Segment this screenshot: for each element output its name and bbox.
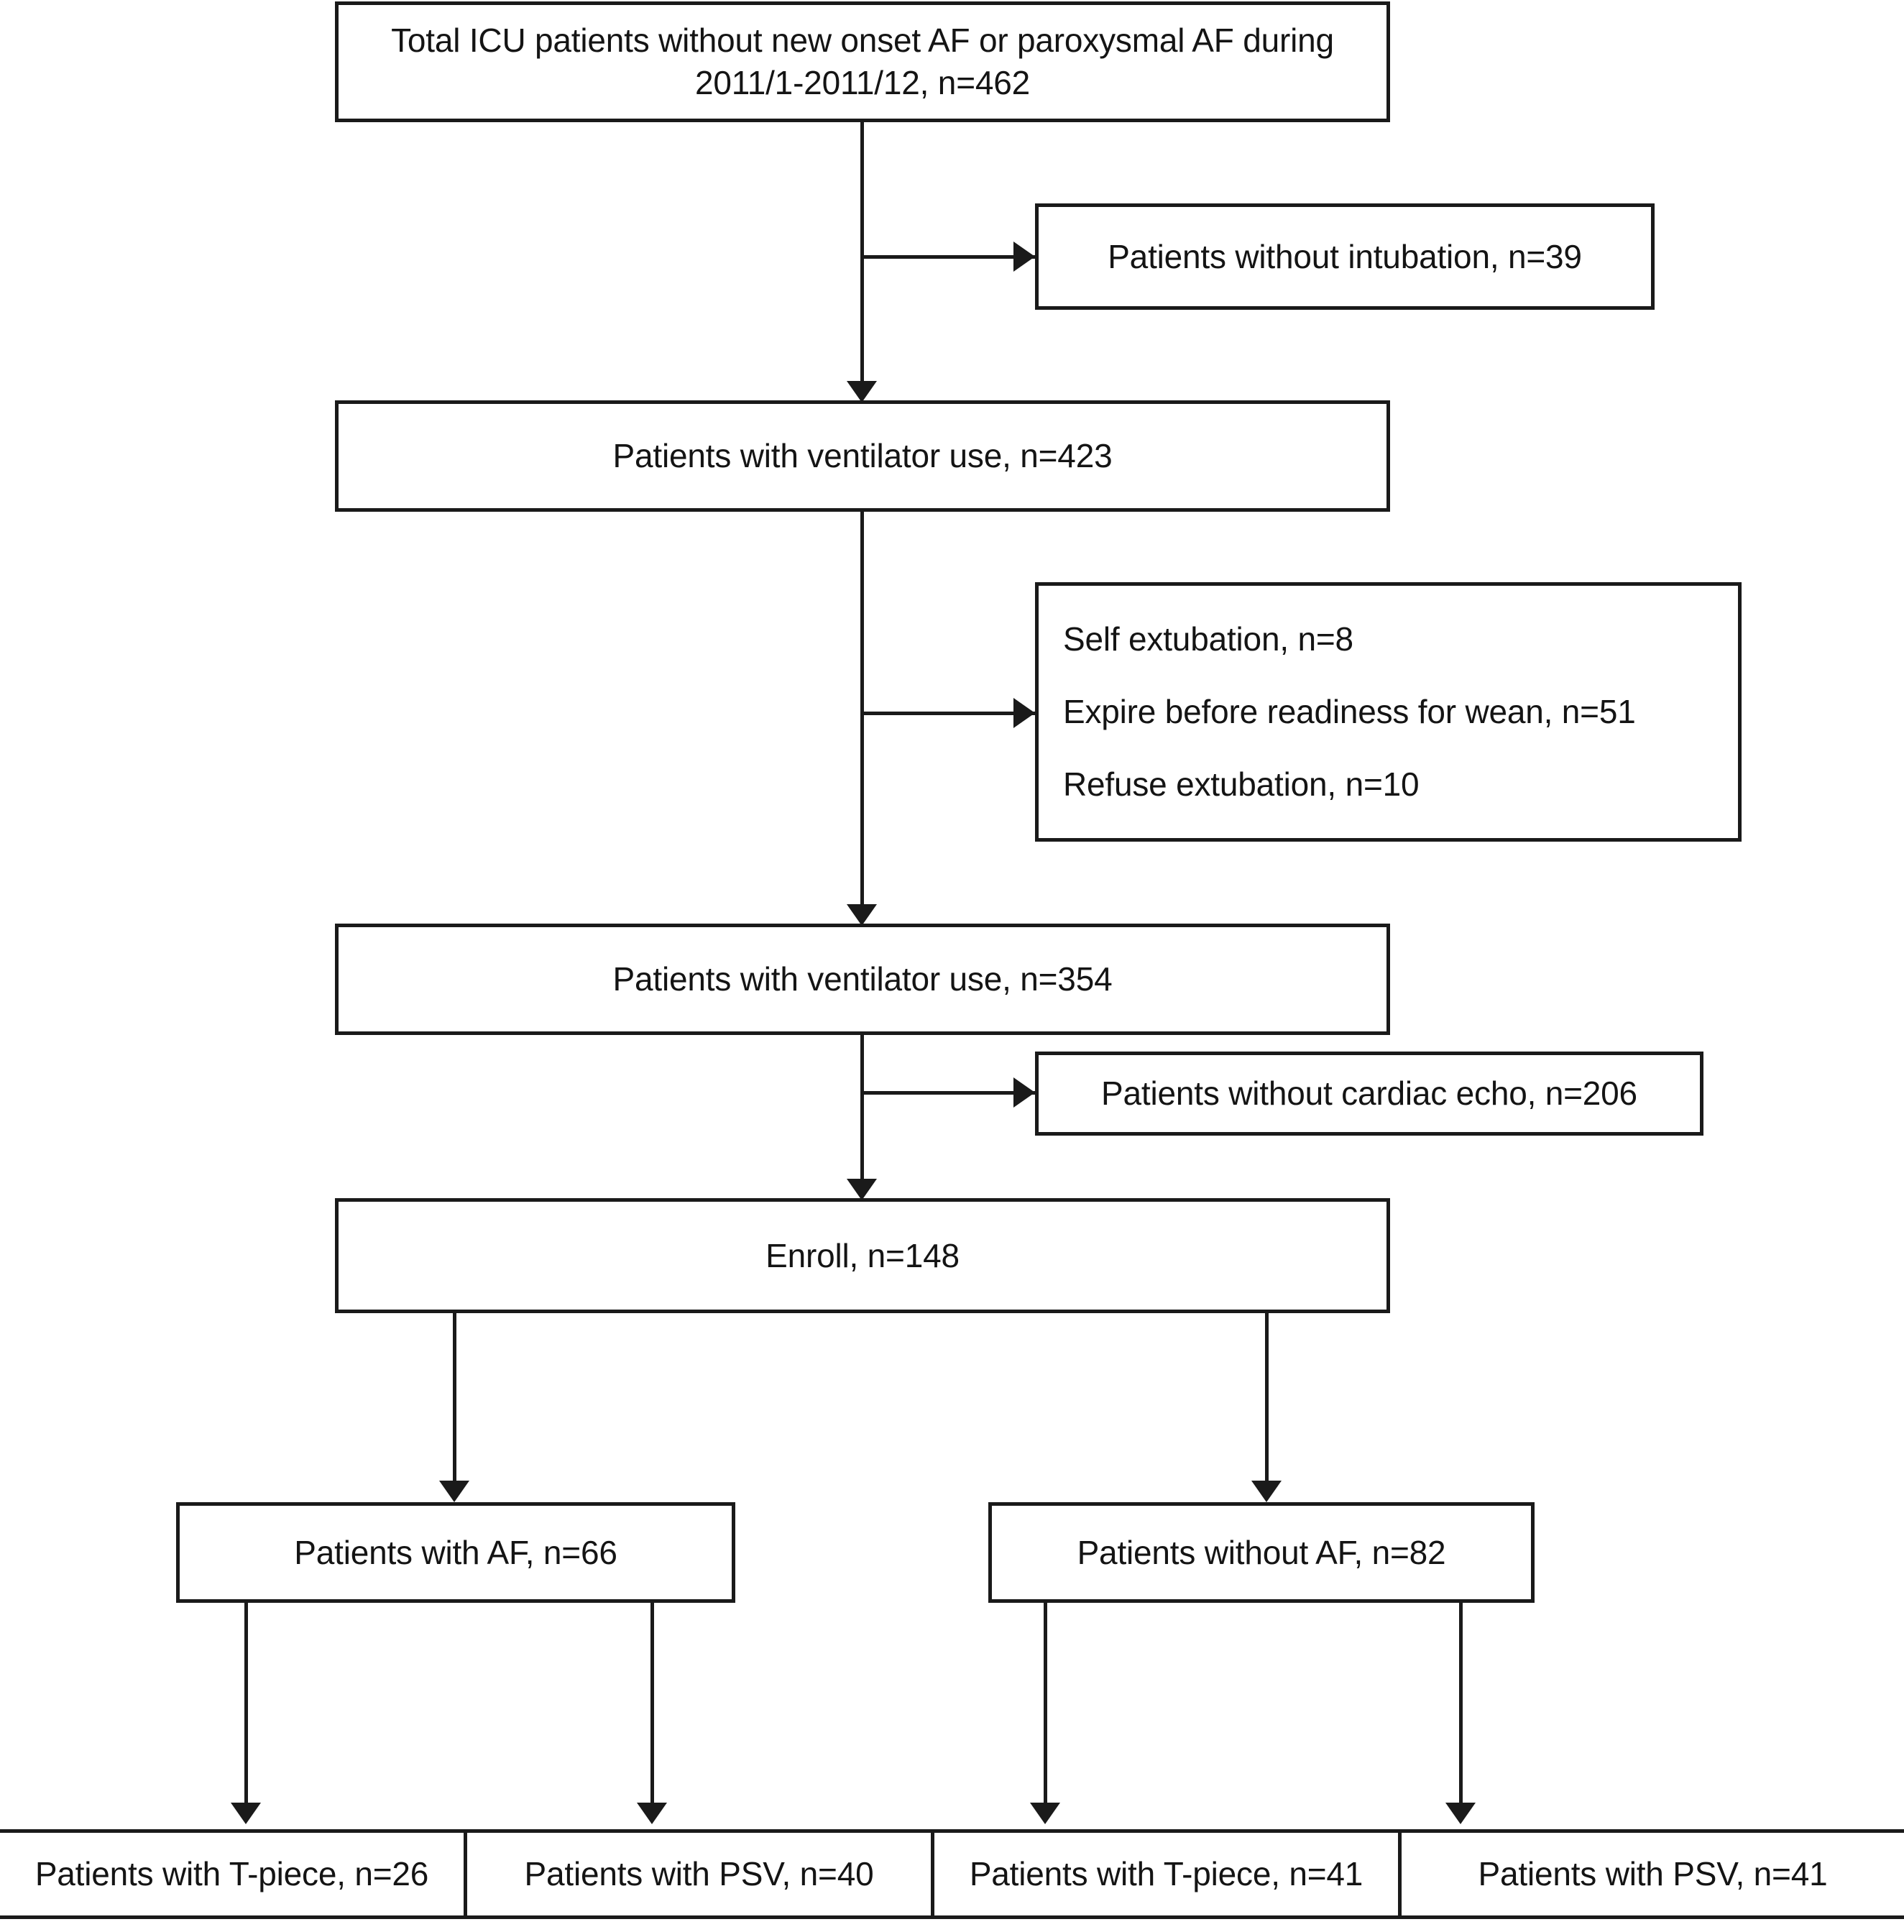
arrowhead-with-af-to-psv [637, 1803, 667, 1824]
node-ventilator-use-354-line1: Patients with ventilator use, n=354 [612, 960, 1113, 998]
connector-branch-exclusions [860, 712, 1038, 715]
arrowhead-ventilator354-to-enroll [847, 1179, 877, 1200]
node-af-psv-line1: Patients with PSV, n=40 [524, 1855, 874, 1893]
node-enroll: Enroll, n=148 [335, 1198, 1390, 1313]
arrowhead-branch-no-intubation [1013, 242, 1035, 272]
connector-with-af-to-tpiece [244, 1603, 248, 1811]
arrowhead-with-af-to-tpiece [231, 1803, 261, 1824]
node-exclusion-reasons-line3: Refuse extubation, n=10 [1063, 765, 1420, 803]
arrowhead-without-af-to-tpiece [1030, 1803, 1060, 1824]
arrowhead-enroll-to-with-af [439, 1481, 469, 1502]
arrowhead-enroll-to-without-af [1251, 1481, 1282, 1502]
node-patients-without-af: Patients without AF, n=82 [988, 1502, 1535, 1603]
node-patients-without-intubation: Patients without intubation, n=39 [1035, 203, 1655, 310]
arrowhead-branch-no-echo [1013, 1077, 1035, 1108]
node-ventilator-use-354: Patients with ventilator use, n=354 [335, 924, 1390, 1035]
node-noaf-psv-line1: Patients with PSV, n=41 [1478, 1855, 1828, 1893]
arrowhead-total-to-ventilator423 [847, 381, 877, 402]
node-patients-with-af-line1: Patients with AF, n=66 [294, 1533, 617, 1571]
node-patients-without-cardiac-echo: Patients without cardiac echo, n=206 [1035, 1052, 1703, 1136]
connector-without-af-to-tpiece [1044, 1603, 1047, 1811]
node-noaf-tpiece-line1: Patients with T-piece, n=41 [969, 1855, 1363, 1893]
arrowhead-ventilator423-to-ventilator354 [847, 904, 877, 926]
arrowhead-branch-exclusions [1013, 698, 1035, 728]
node-ventilator-use-423: Patients with ventilator use, n=423 [335, 400, 1390, 512]
node-enroll-line1: Enroll, n=148 [765, 1236, 960, 1274]
node-af-tpiece: Patients with T-piece, n=26 [0, 1829, 467, 1919]
connector-without-af-to-psv [1459, 1603, 1463, 1811]
connector-branch-no-echo [860, 1091, 1038, 1095]
node-total-icu-patients-line1: Total ICU patients without new onset AF … [391, 22, 1334, 60]
node-patients-with-af: Patients with AF, n=66 [176, 1502, 735, 1603]
connector-enroll-to-without-af [1265, 1313, 1269, 1489]
arrowhead-without-af-to-psv [1445, 1803, 1476, 1824]
node-exclusion-reasons-line2: Expire before readiness for wean, n=51 [1063, 693, 1636, 731]
node-af-tpiece-line1: Patients with T-piece, n=26 [35, 1855, 429, 1893]
node-patients-without-cardiac-echo-line1: Patients without cardiac echo, n=206 [1101, 1075, 1637, 1113]
connector-branch-no-intubation [860, 255, 1038, 259]
node-af-psv: Patients with PSV, n=40 [464, 1829, 934, 1919]
node-noaf-tpiece: Patients with T-piece, n=41 [931, 1829, 1402, 1919]
node-total-icu-patients-line2: 2011/1-2011/12, n=462 [694, 64, 1031, 101]
node-ventilator-use-423-line1: Patients with ventilator use, n=423 [612, 437, 1113, 475]
node-exclusion-reasons: Self extubation, n=8 Expire before readi… [1035, 582, 1742, 842]
node-total-icu-patients: Total ICU patients without new onset AF … [335, 1, 1390, 122]
connector-ventilator354-to-enroll [860, 1035, 864, 1187]
node-noaf-psv: Patients with PSV, n=41 [1398, 1829, 1904, 1919]
node-patients-without-intubation-line1: Patients without intubation, n=39 [1108, 237, 1582, 275]
node-patients-without-af-line1: Patients without AF, n=82 [1077, 1533, 1446, 1571]
node-exclusion-reasons-line1: Self extubation, n=8 [1063, 620, 1353, 658]
connector-with-af-to-psv [650, 1603, 654, 1811]
connector-enroll-to-with-af [453, 1313, 456, 1489]
